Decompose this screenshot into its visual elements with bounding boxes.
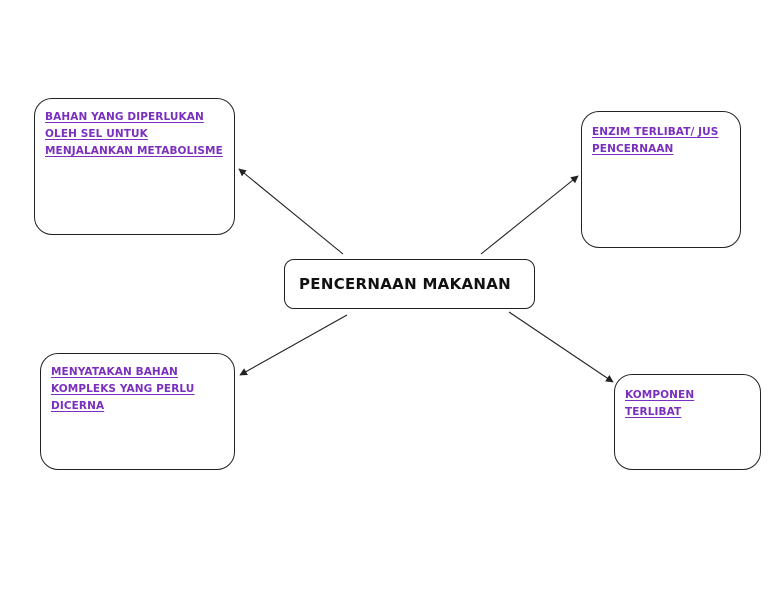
arrow-to-bottom-right — [508, 311, 614, 383]
center-node: Pencernaan Makanan — [284, 259, 535, 309]
node-bottom-right: Komponen terlibat — [614, 374, 761, 470]
node-bottom-right-label: Komponen terlibat — [625, 389, 695, 418]
node-top-right-label: Enzim terlibat/ jus pencernaan — [592, 126, 719, 155]
arrow-to-top-right — [480, 175, 579, 255]
center-title: Pencernaan Makanan — [299, 275, 512, 293]
node-top-right: Enzim terlibat/ jus pencernaan — [581, 111, 741, 248]
node-top-left: Bahan yang diperlukan oleh sel untuk men… — [34, 98, 235, 235]
node-bottom-left: Menyatakan bahan kompleks yang perlu dic… — [40, 353, 235, 470]
node-bottom-left-label: Menyatakan bahan kompleks yang perlu dic… — [51, 366, 195, 412]
arrow-to-bottom-left — [239, 314, 348, 376]
node-top-left-label: Bahan yang diperlukan oleh sel untuk men… — [45, 111, 223, 157]
arrow-to-top-left — [238, 168, 344, 255]
